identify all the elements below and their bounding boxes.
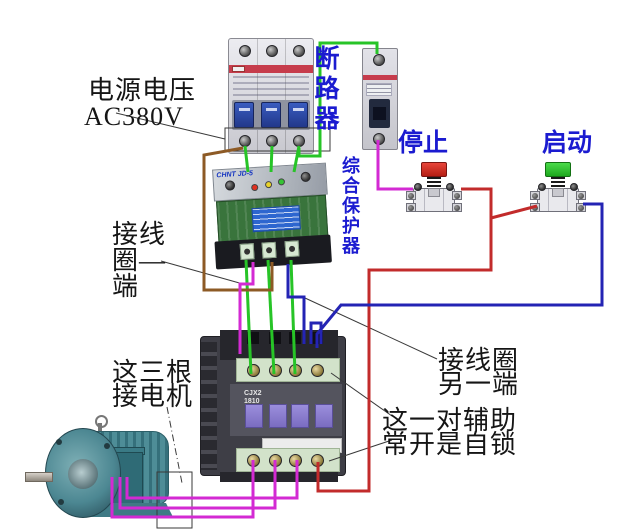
clamp-tab	[289, 332, 301, 344]
terminal-tab	[452, 191, 462, 200]
terminal-screw	[293, 45, 305, 57]
start-pushbutton	[530, 160, 586, 212]
contactor: CJX2 1810	[200, 330, 346, 482]
contact-block	[291, 404, 309, 428]
button-plunger	[552, 188, 564, 197]
spec-print	[233, 76, 309, 98]
terminal-screw-T3	[289, 454, 302, 467]
contact-block	[245, 404, 263, 428]
terminal-screw	[239, 45, 251, 57]
electric-motor	[25, 415, 175, 520]
terminal-screw	[373, 54, 385, 66]
three-pole-breaker	[228, 38, 314, 154]
terminal-screw	[266, 135, 278, 147]
button-spring	[427, 177, 441, 188]
terminal-screw-L2	[269, 364, 282, 377]
label-stop: 停止	[398, 129, 449, 157]
breaker-handle	[288, 102, 308, 128]
protector-terminal	[239, 243, 255, 260]
terminal-tab	[406, 203, 416, 212]
brand-band	[229, 65, 313, 73]
terminal-tab	[530, 203, 540, 212]
mount-screw	[446, 183, 454, 191]
single-pole-breaker	[362, 48, 398, 150]
mount-screw	[538, 183, 546, 191]
flange-bolt	[104, 443, 110, 449]
contact-block	[315, 404, 333, 428]
mount-screw	[570, 183, 578, 191]
label-coil-other-end-2: 另一端	[438, 370, 520, 399]
label-aux-contact-2: 常开是自锁	[382, 430, 518, 459]
label-coil-terminal-3: 端	[112, 272, 140, 301]
terminal-tab	[530, 191, 540, 200]
contact-block	[269, 404, 287, 428]
stop-pushbutton	[406, 160, 462, 212]
terminal-tab	[452, 203, 462, 212]
brand-band	[363, 75, 397, 80]
terminal-screw	[293, 135, 305, 147]
terminal-screw	[373, 133, 385, 145]
motor-hub	[68, 459, 98, 489]
motor-eyebolt-stem	[98, 423, 102, 431]
clamp-tab	[247, 332, 259, 344]
terminal-screw	[266, 45, 278, 57]
clamp-tab	[269, 332, 281, 344]
breaker-pole-divider	[257, 39, 258, 153]
terminal-screw	[239, 135, 251, 147]
terminal-tab	[576, 191, 586, 200]
button-plunger	[428, 188, 440, 197]
label-circuit-breaker: 断路器	[311, 45, 339, 135]
label-power-voltage-cn: 电源电压	[88, 76, 197, 105]
label-coil-terminal-2: 圈—	[112, 246, 167, 275]
button-spring	[551, 177, 565, 188]
terminal-screw-13NO	[311, 364, 324, 377]
label-motor-wires-2: 接电机	[112, 382, 194, 411]
contactor-model-text: CJX2 1810	[244, 390, 262, 405]
terminal-tab	[576, 203, 586, 212]
breaker-pole-divider	[285, 39, 286, 153]
breaker-handle	[369, 99, 390, 128]
terminal-screw-L1	[247, 364, 260, 377]
label-motor-wires-1: 这三根	[112, 358, 194, 387]
spec-print	[366, 83, 392, 96]
bottom-wire-clamps	[220, 472, 338, 482]
terminal-screw-T1	[247, 454, 260, 467]
terminal-screw-14NO	[311, 454, 324, 467]
label-protector: 综合保护器	[340, 156, 360, 256]
flange-bolt	[58, 499, 64, 505]
breaker-handle	[261, 102, 281, 128]
protector-terminal	[284, 240, 300, 258]
stop-button-cap	[421, 162, 447, 177]
motor-shaft	[25, 472, 53, 482]
flange-bolt	[56, 439, 62, 445]
breaker-handle	[234, 102, 254, 128]
motor-protector: CHNT JD-5	[210, 162, 334, 270]
brand-logo	[232, 66, 245, 72]
terminal-screw-T2	[269, 454, 282, 467]
mount-screw	[414, 183, 422, 191]
terminal-screw-L3	[289, 364, 302, 377]
start-button-cap	[545, 162, 571, 177]
label-start: 启动	[542, 129, 593, 157]
terminal-tab	[406, 191, 416, 200]
contactor-side-fins	[201, 342, 217, 470]
label-power-voltage-value: AC380V	[84, 102, 184, 131]
label-coil-terminal-1: 接线	[112, 220, 167, 249]
clamp-tab	[311, 332, 323, 344]
motor-front-flange	[45, 428, 121, 518]
protector-label-chip	[251, 205, 301, 233]
protector-terminal	[261, 241, 277, 259]
contactor-front: CJX2 1810	[230, 384, 342, 436]
